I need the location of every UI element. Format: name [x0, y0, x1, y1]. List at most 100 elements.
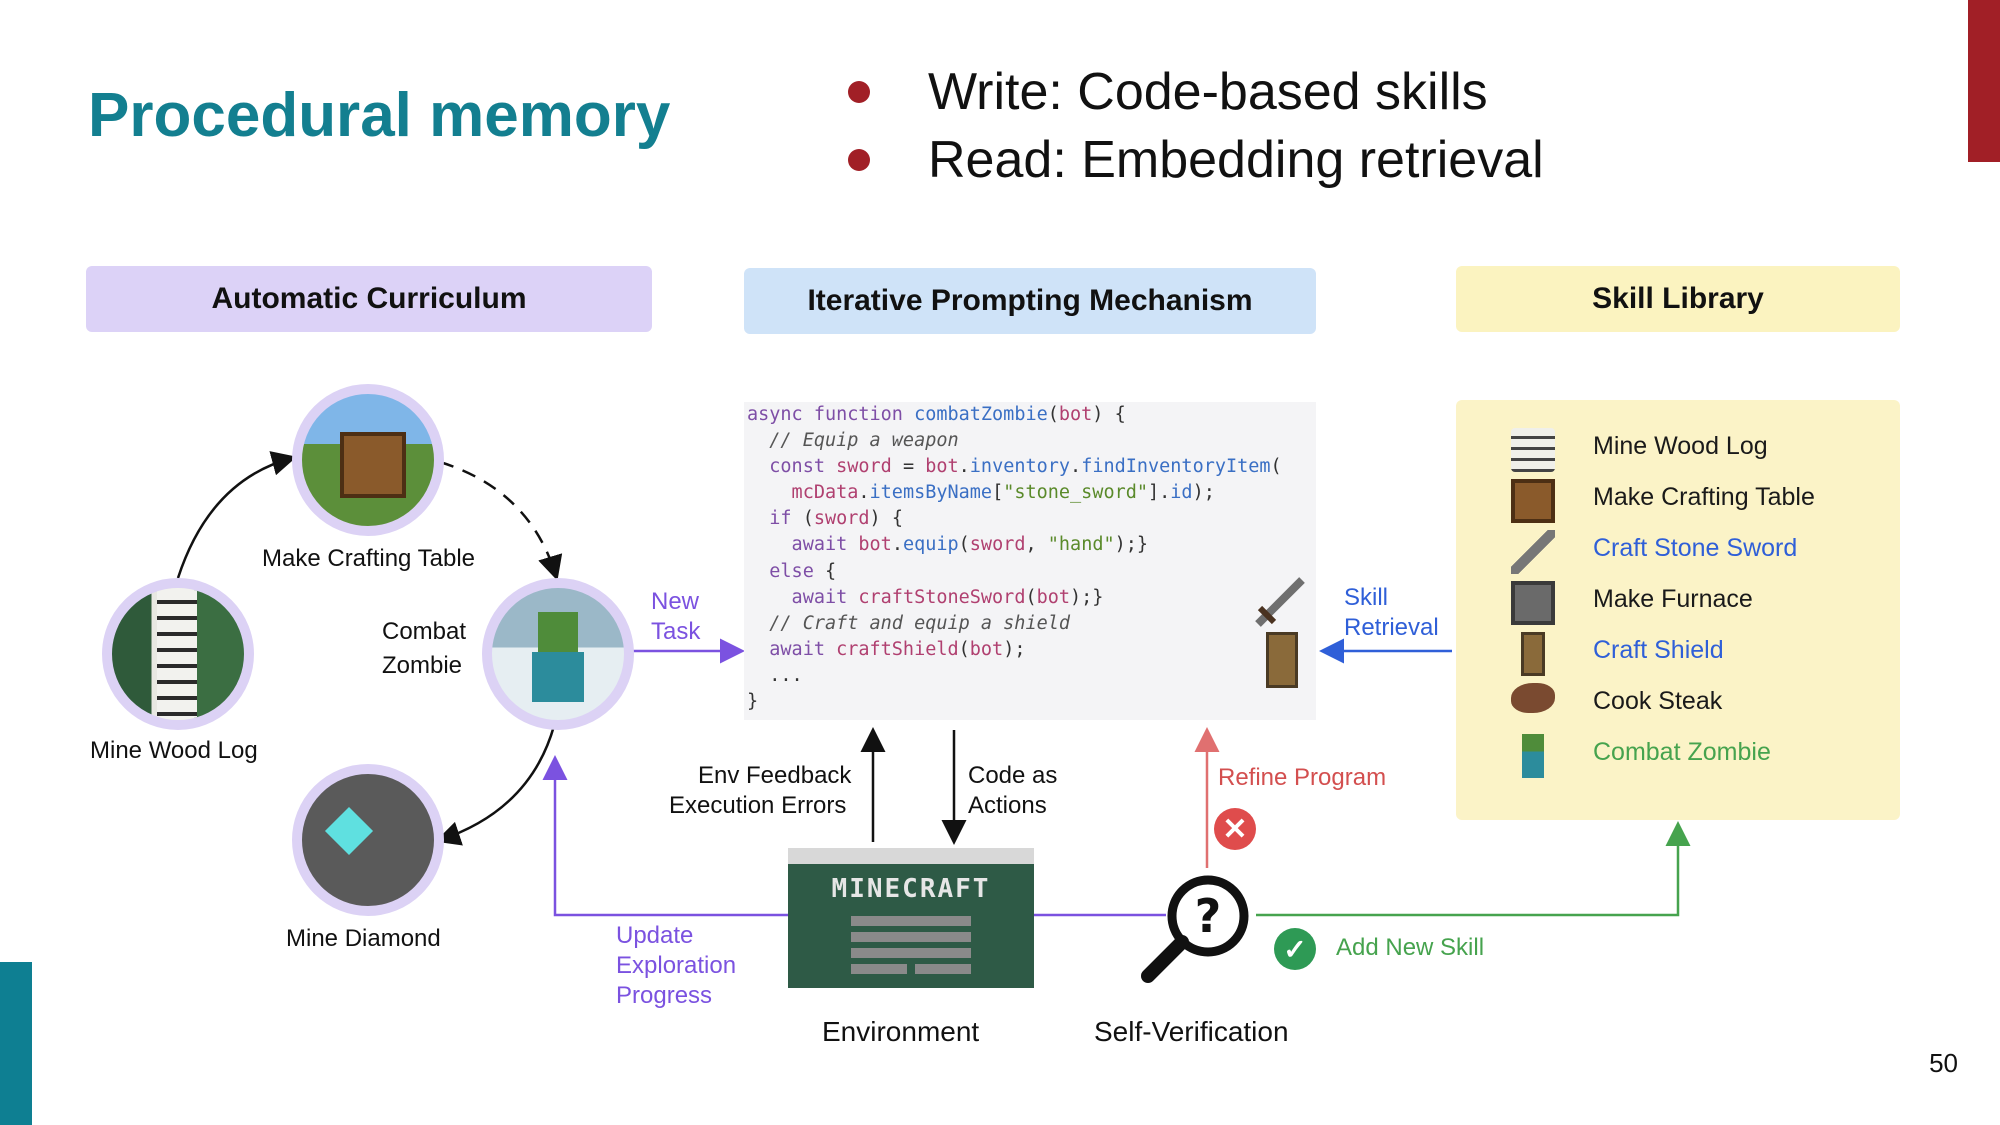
birch-log-icon [1511, 428, 1555, 472]
code-token: if [747, 508, 803, 530]
shield-icon [1521, 632, 1545, 676]
shield-icon [1266, 632, 1298, 688]
code-token: mcData [747, 482, 859, 504]
code-token: . [858, 482, 870, 504]
code-line: // Craft and equip a shield [744, 611, 1316, 637]
mine-diamond-thumbnail [292, 764, 444, 916]
bullet-item: Write: Code-based skills [848, 58, 1544, 126]
header-skill-library: Skill Library [1456, 266, 1900, 332]
code-token: bot [1036, 586, 1071, 608]
code-line: else { [744, 559, 1316, 585]
stone-sword-icon [1511, 530, 1555, 574]
bullet-item: Read: Embedding retrieval [848, 126, 1544, 194]
code-token: sword [813, 508, 870, 530]
code-token: "hand" [1047, 534, 1115, 556]
crafting-table-icon [1511, 479, 1555, 523]
combat-zombie-thumbnail [482, 578, 634, 730]
furnace-icon [1511, 581, 1555, 625]
header-iterative-prompting: Iterative Prompting Mechanism [744, 268, 1316, 334]
arrow-add-new-skill [1256, 821, 1691, 917]
code-token: , [1025, 534, 1048, 556]
code-line: mcData.itemsByName["stone_sword"].id); [744, 480, 1316, 506]
code-line: await craftStoneSword(bot);} [744, 585, 1316, 611]
zombie-icon [1522, 734, 1544, 778]
accent-bar-bottom-left [0, 962, 32, 1125]
menu-button [851, 964, 907, 974]
arrow-update-progress [542, 755, 788, 917]
refine-program-label: Refine Program [1218, 764, 1387, 791]
code-line: // Equip a weapon [744, 428, 1316, 454]
code-token: combatZombie [914, 404, 1048, 425]
bullet-text: Write: Code-based skills [928, 63, 1488, 121]
code-line: await bot.equip(sword, "hand");} [744, 532, 1316, 558]
zombie-head-icon [538, 612, 578, 652]
code-token: await [747, 638, 837, 660]
code-token: ( [802, 508, 814, 530]
code-token: bot [925, 456, 959, 478]
svg-text:?: ? [1195, 889, 1222, 943]
update-label-3: Progress [616, 982, 713, 1009]
node-label-zombie: Zombie [382, 652, 463, 679]
crafting-table-thumbnail [292, 384, 444, 536]
page-number: 50 [1929, 1048, 1958, 1078]
code-token: sword [836, 456, 892, 478]
code-line: await craftShield(bot); [744, 637, 1316, 663]
code-token: bot [858, 534, 892, 556]
code-line: if (sword) { [744, 506, 1316, 532]
code-token: ( [1270, 456, 1282, 478]
code-token: = [891, 456, 926, 478]
skill-retrieval-label-1: Skill [1344, 584, 1389, 611]
env-feedback-label-1: Env Feedback [698, 762, 852, 789]
bullet-text: Read: Embedding retrieval [928, 131, 1544, 189]
code-token: "stone_sword" [1003, 482, 1148, 504]
accent-bar-top-right [1968, 0, 2000, 162]
node-label-diamond: Mine Diamond [286, 925, 441, 952]
error-x-icon: ✕ [1214, 808, 1256, 850]
skill-library-item: Make Crafting Table [1593, 483, 1815, 511]
update-label-1: Update [616, 922, 694, 949]
arrow-zombie-to-diamond [435, 725, 556, 846]
new-task-label-1: New [651, 588, 700, 615]
code-token: ( [958, 534, 970, 556]
wood-log-thumbnail [102, 578, 254, 730]
code-token: craftStoneSword [858, 586, 1026, 608]
code-token: );} [1070, 586, 1104, 608]
minecraft-logo: MINECRAFT [831, 874, 991, 904]
code-token: );} [1114, 534, 1149, 556]
code-token: [ [992, 482, 1004, 504]
environment-label: Environment [822, 1016, 980, 1047]
code-token: ... [747, 664, 803, 686]
menu-button [851, 948, 971, 958]
code-line: } [744, 689, 1316, 715]
steak-icon [1511, 683, 1555, 713]
arrow-table-to-zombie [439, 460, 563, 581]
arrow-wood-to-table [176, 451, 297, 579]
code-token: // Equip a weapon [747, 430, 959, 452]
bullet-dot-icon [848, 81, 870, 103]
code-token: ); [1192, 482, 1215, 504]
window-titlebar [788, 848, 1034, 864]
code-token: ( [1025, 586, 1037, 608]
crafting-table-icon [340, 432, 406, 498]
skill-retrieval-label-2: Retrieval [1344, 614, 1439, 641]
birch-log-icon [157, 588, 197, 720]
code-token: ( [958, 638, 970, 660]
check-icon: ✓ [1274, 928, 1316, 970]
code-actions-label-1: Code as [968, 762, 1058, 789]
code-token: { [824, 560, 837, 582]
slide-title: Procedural memory [88, 81, 671, 150]
code-token: ( [1047, 404, 1059, 425]
code-token: bot [969, 638, 1004, 660]
code-token: craftShield [836, 638, 959, 660]
bullet-dot-icon [848, 149, 870, 171]
update-label-2: Exploration [616, 952, 737, 979]
code-block: async function combatZombie(bot) { // Eq… [744, 402, 1316, 720]
node-label-crafting-table: Make Crafting Table [262, 545, 475, 572]
skill-library-item: Make Furnace [1593, 585, 1753, 613]
code-token: bot [1058, 404, 1093, 425]
new-task-label-2: Task [651, 618, 701, 645]
add-new-skill-label: Add New Skill [1336, 934, 1485, 961]
code-token: await [747, 534, 859, 556]
code-token: else [747, 560, 825, 582]
code-token: id [1170, 482, 1193, 504]
